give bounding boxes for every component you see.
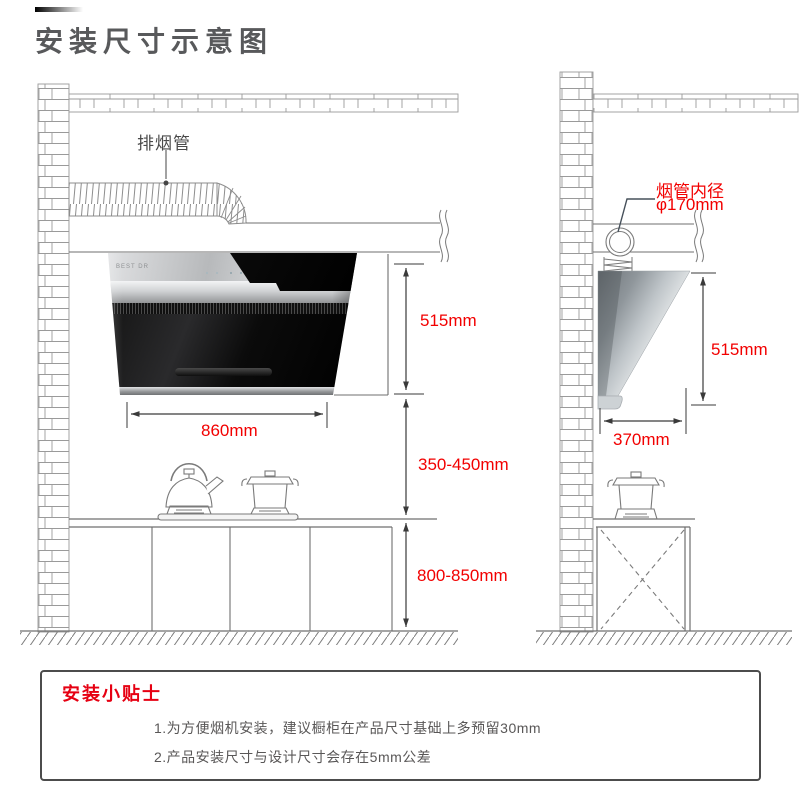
hood-handle	[175, 368, 272, 376]
page-title: 安装尺寸示意图	[35, 26, 274, 57]
range-hood-image: BEST DR	[108, 253, 357, 395]
right-view-structure	[536, 71, 799, 645]
hood-brand-logo: BEST DR	[116, 264, 149, 270]
exhaust-duct-label: 排烟管	[137, 134, 191, 153]
hood-bottom-trim	[108, 387, 357, 395]
left-view-structure	[20, 83, 459, 645]
hood-vent-grille	[108, 303, 357, 314]
dim-label-hood-to-counter: 350-450mm	[418, 455, 509, 474]
dim-label-hood-depth: 370mm	[613, 430, 670, 449]
dim-label-hood-width: 860mm	[201, 421, 258, 440]
tips-title: 安装小贴士	[62, 684, 162, 704]
pipe-note-value: φ170mm	[656, 195, 724, 214]
hood-side-shading	[108, 253, 357, 395]
dim-label-counter-height: 800-850mm	[417, 566, 508, 585]
title-accent-bar	[35, 7, 83, 12]
dim-label-hood-height-left: 515mm	[420, 311, 477, 330]
tip-item-1: 1.为方便烟机安装，建议橱柜在产品尺寸基础上多预留30mm	[154, 720, 542, 736]
dimension-lines	[126, 263, 716, 628]
pipe-note-label: 烟管内径	[656, 182, 724, 201]
hood-touch-controls-icon	[206, 272, 208, 274]
tip-item-2: 2.产品安装尺寸与设计尺寸会存在5mm公差	[154, 749, 432, 765]
installation-tips-box: 安装小贴士 1.为方便烟机安装，建议橱柜在产品尺寸基础上多预留30mm 2.产品…	[40, 670, 761, 781]
dim-label-hood-height-right: 515mm	[711, 340, 768, 359]
left-view-cookware	[157, 463, 299, 521]
right-view-cookware	[607, 471, 665, 520]
